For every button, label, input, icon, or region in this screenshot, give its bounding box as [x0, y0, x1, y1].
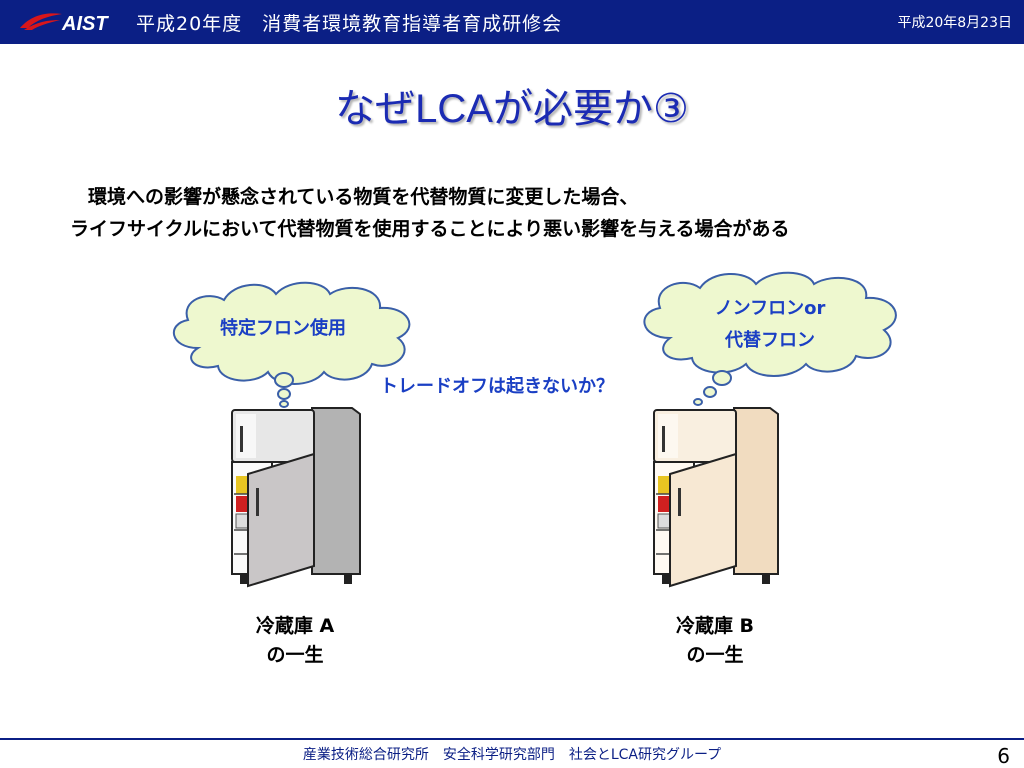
- logo-text: AIST: [61, 13, 109, 35]
- header-title: 平成20年度 消費者環境教育指導者育成研修会: [136, 13, 563, 35]
- fridge-a-label-line2: の一生: [266, 644, 324, 666]
- slide-title: なぜLCAが必要か③: [335, 87, 689, 131]
- cloud-b-text-line1: ノンフロンor: [714, 298, 826, 319]
- refrigerator-a-icon: [231, 407, 361, 588]
- page-number: 6: [997, 744, 1010, 768]
- fridge-b-label-line1: 冷蔵庫 B: [675, 615, 755, 637]
- thought-cloud-b: [643, 271, 897, 406]
- header-bar: AIST 平成20年度 消費者環境教育指導者育成研修会 平成20年8月23日: [0, 0, 1024, 44]
- tradeoff-question: トレードオフは起きないか？: [380, 376, 614, 397]
- footer-divider: [0, 738, 1024, 740]
- cloud-a-text: 特定フロン使用: [220, 318, 346, 339]
- header-date: 平成20年8月23日: [897, 15, 1012, 31]
- body-line-1: 環境への影響が懸念されている物質を代替物質に変更した場合、: [88, 186, 639, 208]
- footer-organization: 産業技術総合研究所 安全科学研究部門 社会とLCA研究グループ: [302, 747, 722, 763]
- aist-logo: AIST: [20, 13, 109, 35]
- fridge-a-label-line1: 冷蔵庫 A: [255, 615, 335, 637]
- refrigerator-b-icon: [653, 407, 779, 588]
- fridge-b-label-line2: の一生: [686, 644, 744, 666]
- body-line-2: ライフサイクルにおいて代替物質を使用することにより悪い影響を与える場合がある: [70, 218, 790, 240]
- thought-cloud-a: [172, 281, 411, 408]
- cloud-b-text-line2: 代替フロン: [725, 330, 815, 351]
